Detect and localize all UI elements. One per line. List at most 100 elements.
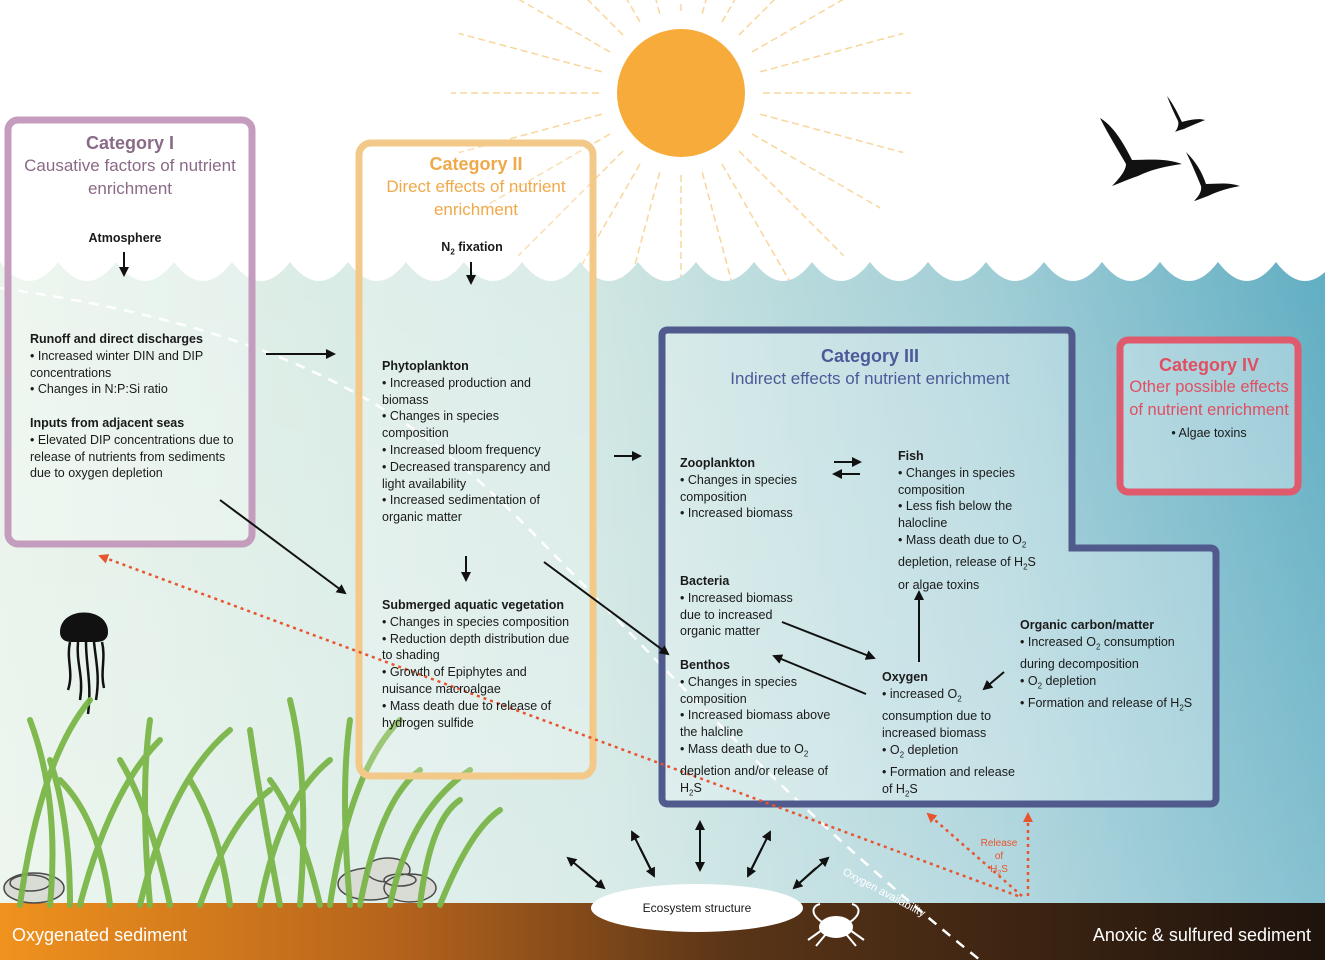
atmosphere-label: Atmosphere — [88, 231, 162, 245]
sav-item: • Reduction depth distribution due to sh… — [382, 631, 570, 663]
phytoplankton-item: • Decreased transparency and light avail… — [382, 459, 551, 491]
sav-item: • Mass death due to release of hydrogen … — [382, 698, 552, 730]
sun-ray — [751, 133, 881, 209]
seagrass-blade — [247, 727, 283, 908]
sun-ray — [760, 32, 904, 73]
organic-matter-item: • Increased O2 consumption during decomp… — [1020, 634, 1175, 672]
category-ii-number: Category II — [429, 154, 523, 174]
arrow-cat1-to-sav — [219, 499, 347, 595]
ecosystem-arrows — [566, 820, 830, 890]
category-iii-subtitle: Indirect effects of nutrient enrichment — [730, 369, 1010, 388]
zooplankton-item: • Changes in species composition — [680, 472, 797, 504]
category-iv-title: Category IV Other possible effects of nu… — [1126, 354, 1292, 440]
phytoplankton-item: • Increased bloom frequency — [382, 442, 541, 457]
sun-ray — [517, 150, 624, 257]
benthos-title: Benthos — [680, 658, 730, 672]
runoff-title: Runoff and direct discharges — [30, 332, 203, 346]
category-i-box — [4, 116, 256, 548]
jellyfish-icon — [60, 612, 108, 715]
seagrass-blade — [387, 767, 473, 908]
oxygen-title: Oxygen — [882, 670, 928, 684]
fish-item: • Less fish below the halocline — [898, 499, 1013, 531]
adjacent-seas-block: Inputs from adjacent seas • Elevated DIP… — [30, 415, 236, 482]
oxygen-item: • increased O2 consumption due to increa… — [882, 686, 992, 740]
bacteria-item: • Increased biomass due to increased org… — [680, 590, 793, 639]
birds-icon — [1100, 96, 1240, 201]
category-i-subtitle: Causative factors of nutrient enrichment — [24, 156, 236, 198]
sav-title: Submerged aquatic vegetation — [382, 598, 564, 612]
seagrass-blade — [267, 777, 323, 908]
benthos-item: • Mass death due to O2 depletion and/or … — [680, 741, 829, 798]
fish-block: Fish • Changes in species composition • … — [898, 448, 1050, 593]
category-iii-title: Category III Indirect effects of nutrien… — [680, 345, 1060, 390]
zooplankton-title: Zooplankton — [680, 456, 755, 470]
oxygen-block: Oxygen • increased O2 consumption due to… — [882, 669, 1026, 803]
organic-matter-item: • O2 depletion — [1020, 673, 1097, 691]
sun-ray — [518, 0, 611, 53]
sun-ray — [721, 0, 736, 23]
sun-ray — [721, 163, 797, 293]
oxygen-item: • O2 depletion — [882, 742, 959, 760]
fish-title: Fish — [898, 449, 924, 463]
category-ii-subtitle: Direct effects of nutrient enrichment — [386, 177, 566, 219]
benthos-block: Benthos • Changes in species composition… — [680, 657, 834, 802]
sav-item: • Changes in species composition — [382, 614, 570, 629]
category-iv-subtitle: Other possible effects of nutrient enric… — [1129, 378, 1289, 419]
category-iv-item: • Algae toxins — [1171, 426, 1247, 440]
arrow-organic-to-oxygen — [982, 671, 1005, 691]
sun-ray — [626, 0, 641, 23]
sun-ray — [751, 0, 844, 53]
oxygen-item: • Formation and release of H2S — [882, 764, 1015, 799]
phytoplankton-item: • Changes in species composition — [382, 409, 499, 441]
arrow-bacteria-to-oxygen — [781, 621, 876, 660]
release-h2s-label: Release of H2S — [980, 838, 1018, 877]
phytoplankton-item: • Increased sedimentation of organic mat… — [382, 493, 540, 525]
adjacent-seas-title: Inputs from adjacent seas — [30, 416, 185, 430]
zooplankton-item: • Increased biomass — [680, 506, 793, 521]
bacteria-title: Bacteria — [680, 574, 730, 588]
fish-item: • Mass death due to O2 depletion, releas… — [898, 532, 1036, 592]
bacteria-block: Bacteria • Increased biomass due to incr… — [680, 573, 808, 640]
runoff-item: • Increased winter DIN and DIP concentra… — [30, 348, 203, 380]
seagrass-blade — [187, 777, 233, 908]
seagrass-blade — [47, 757, 73, 908]
ecosystem-structure-oval — [591, 884, 803, 932]
n2-fixation-label: N2 fixation — [441, 240, 503, 257]
release-arrows — [98, 554, 1033, 898]
seagrass-blade — [437, 807, 503, 908]
sun-ray — [760, 113, 904, 154]
runoff-item: • Changes in N:P:Si ratio — [30, 382, 168, 397]
seagrass-blade — [142, 717, 153, 908]
arrow-phyto-to-benthos — [543, 561, 670, 656]
benthos-item: • Increased biomass above the halcline — [680, 708, 831, 740]
fish-item: • Changes in species composition — [898, 465, 1015, 497]
category-ii-title: Category II Direct effects of nutrient e… — [365, 153, 587, 221]
category-iv-number: Category IV — [1158, 355, 1260, 375]
runoff-block: Runoff and direct discharges • Increased… — [30, 331, 234, 398]
seagrass-blade — [287, 697, 307, 908]
seagrass-blade — [257, 757, 333, 908]
anoxic-sediment-label: Anoxic & sulfured sediment — [1092, 925, 1311, 945]
zooplankton-block: Zooplankton • Changes in species composi… — [680, 455, 830, 522]
organic-matter-title: Organic carbon/matter — [1020, 618, 1155, 632]
organic-matter-item: • Formation and release of H2S — [1020, 696, 1193, 713]
sun-rays — [451, 0, 911, 323]
sav-item: • Growth of Epiphytes and nuisance macro… — [382, 665, 527, 696]
phytoplankton-title: Phytoplankton — [382, 359, 469, 373]
crab-icon — [807, 903, 865, 947]
phytoplankton-block: Phytoplankton • Increased production and… — [382, 358, 568, 526]
adjacent-seas-item: • Elevated DIP concentrations due to rel… — [30, 432, 234, 481]
benthos-item: • Changes in species composition — [680, 674, 797, 706]
oxygen-availability-line — [0, 286, 981, 960]
organic-matter-block: Organic carbon/matter • Increased O2 con… — [1020, 617, 1210, 717]
seagrass-blade — [342, 717, 353, 908]
category-ii-box — [355, 139, 597, 780]
arrow-oxygen-to-benthos — [772, 654, 867, 695]
sun-ray — [586, 0, 624, 36]
seagrass-blade — [417, 797, 463, 908]
seagrass-blade — [27, 717, 56, 908]
category-iii-box — [658, 326, 1220, 808]
sun-ray — [458, 32, 602, 73]
category-i-title: Category I Causative factors of nutrient… — [14, 132, 246, 200]
ecosystem-structure-label: Ecosystem structure — [642, 901, 752, 915]
